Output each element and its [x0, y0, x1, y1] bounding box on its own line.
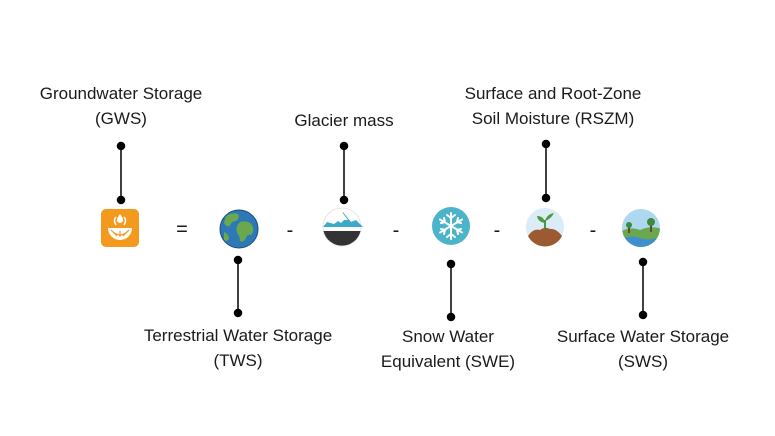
rszm-label: Surface and Root-Zone Soil Moisture (RSZ… — [465, 81, 642, 131]
swe-label-line2: Equivalent (SWE) — [380, 352, 516, 371]
rszm-connector-dot-top — [541, 139, 551, 149]
gws-label: Groundwater Storage (GWS) — [40, 81, 203, 131]
rszm-label-line1: Surface and Root-Zone — [464, 84, 642, 103]
tws-label: Terrestrial Water Storage (TWS) — [144, 323, 332, 373]
gws-label-line2: (GWS) — [95, 109, 147, 128]
minus-sign-4: - — [589, 219, 597, 242]
glacier-label-line1: Glacier mass — [294, 111, 394, 130]
groundwater-icon — [101, 209, 139, 247]
rszm-label-line2: Soil Moisture (RSZM) — [471, 109, 635, 128]
gws-connector-dot-top — [116, 141, 126, 151]
minus-sign-3: - — [493, 219, 501, 242]
glacier-connector-dot-top — [339, 141, 349, 151]
minus-sign-2: - — [392, 219, 400, 242]
sws-label-line2: (SWS) — [617, 352, 669, 371]
swe-connector-dot-top — [446, 259, 456, 269]
sws-connector-dot-bottom — [638, 310, 648, 320]
surface-water-icon — [622, 209, 660, 247]
tws-connector-dot-top — [233, 255, 243, 265]
glacier-label: Glacier mass — [294, 108, 393, 133]
minus-sign-1: - — [286, 219, 294, 242]
tws-connector-dot-bottom — [233, 308, 243, 318]
tws-label-line2: (TWS) — [213, 351, 263, 370]
soil-sprout-icon — [526, 208, 564, 247]
sws-label: Surface Water Storage (SWS) — [557, 324, 729, 374]
snowflake-icon — [432, 207, 470, 245]
swe-label-line1: Snow Water — [402, 327, 494, 346]
rszm-connector-dot-bottom — [541, 193, 551, 203]
gws-label-line1: Groundwater Storage — [39, 84, 203, 103]
equals-sign: = — [176, 218, 188, 241]
glacier-mountain-icon — [322, 207, 363, 247]
swe-connector-dot-bottom — [446, 312, 456, 322]
sws-label-line1: Surface Water Storage — [556, 327, 730, 346]
earth-globe-icon — [219, 209, 259, 249]
glacier-connector-dot-bottom — [339, 195, 349, 205]
gws-connector-dot-bottom — [116, 195, 126, 205]
tws-label-line1: Terrestrial Water Storage — [143, 326, 333, 345]
sws-connector-dot-top — [638, 257, 648, 267]
swe-label: Snow Water Equivalent (SWE) — [381, 324, 515, 374]
